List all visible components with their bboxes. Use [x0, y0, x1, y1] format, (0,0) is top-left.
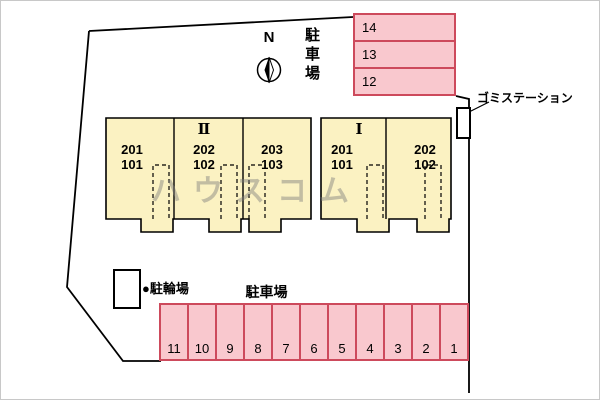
- building-1-roman-label: Ⅰ: [355, 120, 363, 138]
- parking-space-14: 14: [355, 15, 454, 42]
- unit-lower: 101: [121, 157, 143, 172]
- top-parking-label: 駐車場: [303, 27, 320, 84]
- parking-space-label: 8: [254, 341, 262, 356]
- parking-space-13: 13: [355, 42, 454, 69]
- parking-space-1: 1: [441, 305, 467, 359]
- unit-label-2-3: 203 103: [250, 142, 294, 172]
- unit-upper: 201: [331, 142, 353, 157]
- parking-space-8: 8: [245, 305, 273, 359]
- unit-lower: 101: [331, 157, 353, 172]
- parking-space-9: 9: [217, 305, 245, 359]
- parking-space-6: 6: [301, 305, 329, 359]
- parking-space-label: 14: [362, 20, 377, 35]
- unit-lower: 102: [414, 157, 436, 172]
- north-arrow-icon: [264, 57, 269, 83]
- parking-space-label: 3: [394, 341, 402, 356]
- garbage-station-label: ゴミステーション: [477, 91, 573, 105]
- parking-space-5: 5: [329, 305, 357, 359]
- north-label: N: [263, 29, 275, 46]
- parking-space-4: 4: [357, 305, 385, 359]
- unit-upper: 202: [414, 142, 436, 157]
- parking-space-10: 10: [189, 305, 217, 359]
- parking-space-label: 1: [450, 341, 458, 356]
- unit-label-2-1: 201 101: [110, 142, 154, 172]
- parking-space-label: 9: [226, 341, 234, 356]
- parking-space-label: 6: [310, 341, 318, 356]
- bicycle-parking-box: [113, 269, 141, 309]
- unit-label-1-2: 202 102: [403, 142, 447, 172]
- garbage-station-box: [456, 107, 471, 139]
- parking-space-label: 4: [366, 341, 374, 356]
- parking-space-label: 7: [282, 341, 290, 356]
- parking-space-label: 12: [362, 74, 377, 89]
- building-2-outline: [105, 117, 312, 233]
- bottom-parking-area: 11 10 9 8 7 6 5 4 3 2 1: [159, 303, 469, 361]
- site-boundary: [66, 16, 470, 393]
- parking-space-label: 11: [167, 341, 181, 356]
- unit-upper: 201: [121, 142, 143, 157]
- unit-label-1-1: 201 101: [320, 142, 364, 172]
- parking-space-label: 5: [338, 341, 346, 356]
- parking-space-label: 10: [194, 341, 210, 356]
- parking-space-label: 13: [362, 47, 377, 62]
- building-2-roman-label: Ⅱ: [197, 120, 211, 138]
- parking-space-12: 12: [355, 69, 454, 94]
- parking-space-11: 11: [161, 305, 189, 359]
- watermark: ハウスコム: [151, 175, 361, 208]
- unit-label-2-2: 202 102: [182, 142, 226, 172]
- unit-upper: 202: [193, 142, 215, 157]
- unit-lower: 102: [193, 157, 215, 172]
- unit-lower: 103: [261, 157, 283, 172]
- top-parking-area: 14 13 12: [353, 13, 456, 96]
- north-arrow-icon-half: [268, 56, 275, 84]
- bicycle-parking-label: ●駐輪場: [142, 281, 189, 296]
- unit-upper: 203: [261, 142, 283, 157]
- parking-space-label: 2: [422, 341, 430, 356]
- parking-space-2: 2: [413, 305, 441, 359]
- bottom-parking-label: 駐車場: [245, 284, 288, 300]
- parking-space-3: 3: [385, 305, 413, 359]
- parking-space-7: 7: [273, 305, 301, 359]
